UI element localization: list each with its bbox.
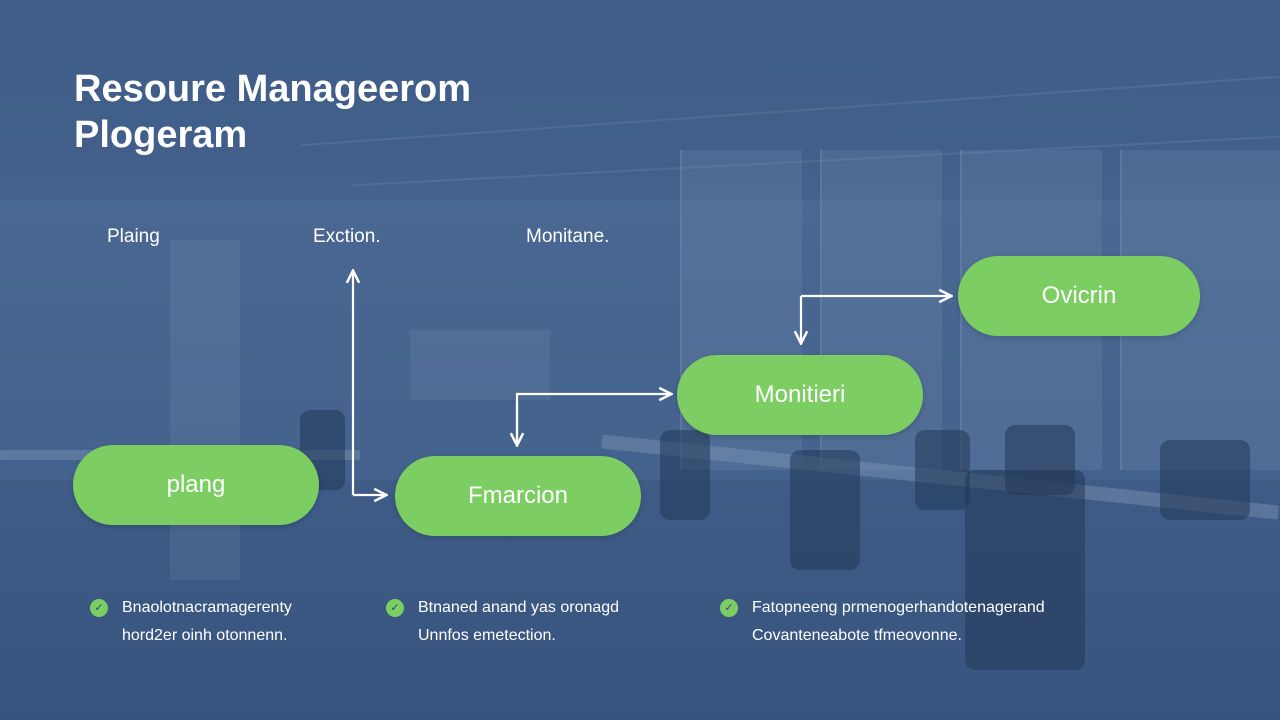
stage-label-planning: Plaing bbox=[107, 226, 160, 247]
node-monitoring: Monitieri bbox=[677, 355, 923, 435]
leaf-icon: ✓ bbox=[720, 599, 738, 617]
chair bbox=[915, 430, 970, 510]
note-line-1: Btnaned anand yas oronagd bbox=[418, 599, 620, 616]
chair bbox=[1160, 440, 1250, 520]
chair bbox=[1005, 425, 1075, 495]
page-title: Resoure Manageerom Plogeram bbox=[74, 66, 674, 158]
chair bbox=[965, 470, 1085, 670]
node-optimization: Ovicrin bbox=[958, 256, 1200, 336]
stage-label-monitoring: Monitane. bbox=[526, 226, 610, 247]
leaf-icon: ✓ bbox=[386, 599, 404, 617]
chair bbox=[790, 450, 860, 570]
note-execution: ✓ Btnaned anand yas oronagd Unnfos emete… bbox=[386, 594, 619, 650]
stage-label-execution: Exction. bbox=[313, 226, 381, 247]
note-line-1: Bnaolotnacramagerenty bbox=[122, 599, 292, 616]
note-line-1: Fatopneeng prmenogerhandotenagerand bbox=[752, 599, 1045, 616]
node-execution: Fmarcion bbox=[395, 456, 641, 536]
arrow-execution-monitoring bbox=[515, 394, 670, 440]
title-line-1: Resoure Manageerom bbox=[74, 68, 472, 110]
note-monitoring: ✓ Fatopneeng prmenogerhandotenagerand Co… bbox=[720, 594, 1045, 650]
note-line-2: hord2er oinh otonnenn. bbox=[122, 627, 288, 644]
note-line-2: Unnfos emetection. bbox=[418, 627, 556, 644]
leaf-icon: ✓ bbox=[90, 599, 108, 617]
note-line-2: Covanteneabote tfmeovonne. bbox=[752, 627, 962, 644]
note-planning: ✓ Bnaolotnacramagerenty hord2er oinh oto… bbox=[90, 594, 292, 650]
whiteboard bbox=[410, 330, 550, 400]
chair bbox=[660, 430, 710, 520]
node-planning: plang bbox=[73, 445, 319, 525]
title-line-2: Plogeram bbox=[74, 114, 248, 156]
